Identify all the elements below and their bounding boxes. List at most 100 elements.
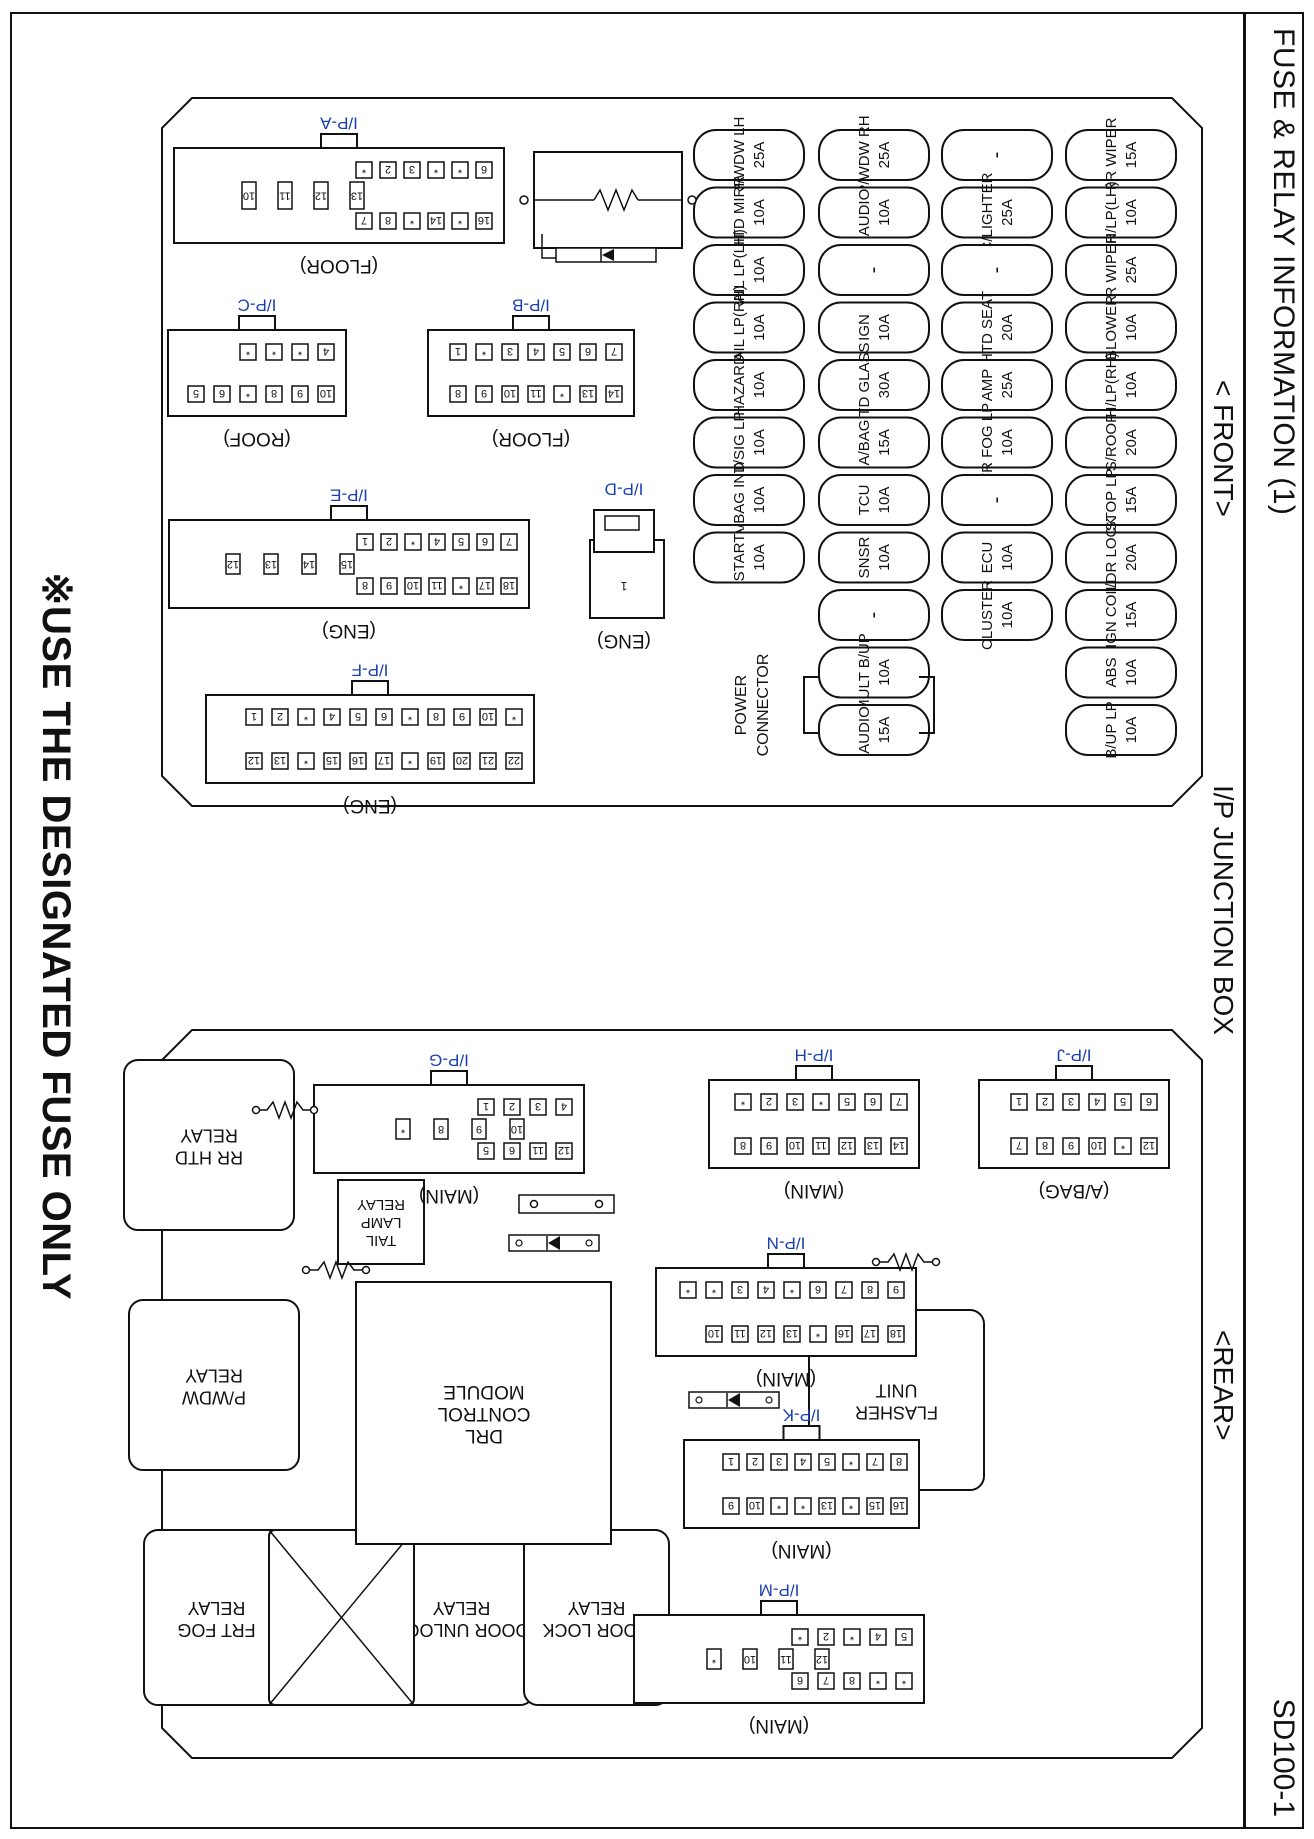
pin-label: 2 — [766, 1095, 772, 1107]
pin-text: 11 — [734, 1327, 745, 1339]
pin-text: 3 — [535, 1100, 541, 1112]
center-pin-text: 11 — [780, 1653, 791, 1665]
pin-text: 12 — [558, 1144, 570, 1156]
pin-label: * — [875, 1674, 880, 1686]
connector-name: I/P-G — [429, 1051, 469, 1070]
fuse-body — [818, 474, 930, 526]
pin-label: 13 — [821, 1499, 833, 1511]
pin-label: 3 — [737, 1283, 743, 1295]
pin-label: 6 — [585, 345, 591, 357]
pin-label: 4 — [875, 1630, 881, 1642]
pin — [791, 1672, 809, 1690]
fuse-body — [818, 416, 930, 469]
fuse-label: C/LIGHTER — [979, 172, 996, 252]
pin-label: 21 — [482, 754, 494, 766]
connector-loc-wrap: (ROOF) — [223, 428, 291, 449]
pin-label: 5 — [824, 1455, 830, 1467]
pin — [475, 343, 493, 361]
center-pin-label: 13 — [265, 558, 277, 570]
pin-label: 7 — [823, 1674, 829, 1686]
ipd-loc-wrap: (ENG) — [597, 630, 651, 651]
fuse-body — [1065, 646, 1177, 699]
pin-text: 12 — [760, 1327, 772, 1339]
pin-text: 12 — [248, 754, 260, 766]
pin-label: 16 — [838, 1327, 850, 1339]
connector-name-wrap: I/P-C — [238, 296, 277, 315]
pin-text: * — [711, 1283, 716, 1295]
pin-text: * — [409, 214, 414, 226]
pin-label: 7 — [506, 535, 512, 547]
pin — [452, 577, 470, 595]
pin — [1036, 1093, 1054, 1111]
pin-label: 6 — [481, 163, 487, 175]
pin — [734, 1093, 752, 1111]
pin-label: 12 — [760, 1327, 772, 1339]
pin-label: 4 — [763, 1283, 769, 1295]
connector-loc-wrap: (ENG) — [322, 620, 376, 641]
relay-label: TAIL — [366, 1232, 397, 1249]
connector-latch — [351, 680, 389, 696]
pin — [731, 1281, 749, 1299]
pin-text: * — [800, 1499, 805, 1511]
pin-text: 9 — [1068, 1139, 1074, 1151]
connector-name-wrap: I/P-B — [512, 296, 550, 315]
pin — [349, 708, 367, 726]
fuse-label: CLUSTER — [979, 580, 996, 650]
pin — [579, 385, 597, 403]
pin — [401, 708, 419, 726]
pin-text: 4 — [329, 710, 335, 722]
pin-text: 9 — [728, 1499, 734, 1511]
fuse-rating: 25A — [1123, 257, 1140, 284]
pin-text: * — [297, 345, 302, 357]
terminal — [594, 1199, 604, 1209]
pin — [427, 752, 445, 770]
pin-label: 3 — [507, 345, 513, 357]
pin — [1114, 1093, 1132, 1111]
pin — [452, 533, 470, 551]
fuse: - — [818, 244, 930, 296]
pin — [449, 385, 467, 403]
drl-label: CONTROL — [438, 1403, 531, 1424]
connector-latch — [795, 1065, 833, 1081]
pin-label: * — [407, 754, 412, 766]
connector-latch — [430, 1070, 468, 1086]
pin — [890, 1137, 908, 1155]
pin — [555, 1142, 573, 1160]
pin — [356, 577, 374, 595]
fuse-text: - — [862, 612, 884, 619]
fuse-label: HTD GLASS — [856, 342, 873, 427]
pin-text: * — [410, 535, 415, 547]
pin-text: * — [818, 1095, 823, 1107]
pin — [380, 577, 398, 595]
fuse-rating: 10A — [1123, 314, 1140, 341]
pin-label: * — [848, 1455, 853, 1467]
pin — [428, 577, 446, 595]
pin-text: 13 — [274, 754, 286, 766]
resistor-rear — [310, 1259, 362, 1281]
pin-label: * — [457, 214, 462, 226]
fuse-label: ECU — [979, 542, 996, 574]
pin-text: 5 — [824, 1455, 830, 1467]
center-pin — [509, 1118, 525, 1140]
pin-label: 6 — [509, 1144, 515, 1156]
pin-text: 4 — [533, 345, 539, 357]
pin-text: 6 — [797, 1674, 803, 1686]
terminal — [529, 1199, 539, 1209]
center-pin-label: 13 — [351, 190, 363, 202]
pin-text: 10 — [749, 1499, 761, 1511]
center-pin-label: 11 — [279, 190, 290, 202]
fuse: - — [941, 129, 1053, 181]
pin-label: 13 — [274, 754, 286, 766]
pin — [861, 1281, 879, 1299]
connector-name: I/P-D — [605, 480, 644, 499]
pin-text: 13 — [867, 1139, 879, 1151]
pin-label: * — [848, 1499, 853, 1511]
pin-text: 3 — [409, 163, 415, 175]
pin-label: * — [481, 345, 486, 357]
